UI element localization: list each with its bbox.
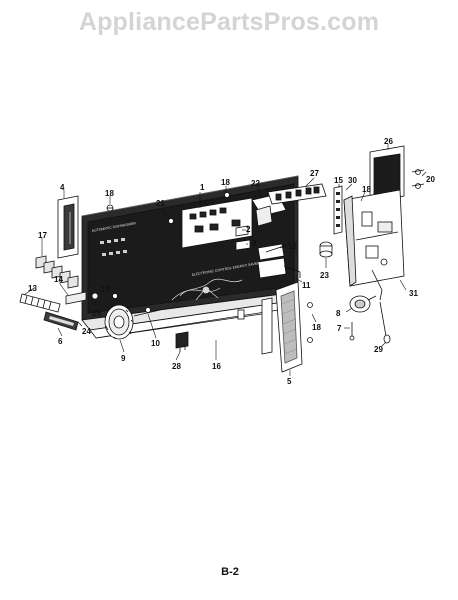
part-5-end-cap [275,281,303,373]
part-22-bracket [251,193,287,227]
part-7-pin [349,322,355,341]
part-23-cylinder [319,241,333,258]
callout-28: 28 [172,362,181,371]
wiring-detail [171,278,243,301]
callout-4: 4 [60,183,65,192]
callout-23: 23 [320,271,329,280]
part-20-screws [411,169,425,187]
callout-27: 27 [310,169,319,178]
part-4-end-bracket [57,195,79,259]
part-14-plate [65,291,87,305]
leader-lines [23,144,427,376]
callout-31: 31 [409,289,418,298]
callout-2: 2 [246,225,251,234]
callout-17: 17 [38,231,47,240]
callout-5: 5 [287,377,292,386]
callout-18c: 18 [362,185,371,194]
part-28-switch [175,331,189,352]
callout-11: 11 [302,281,311,290]
callout-25: 25 [92,309,101,318]
part-29-probe [379,301,391,344]
callout-6: 6 [58,337,63,346]
callout-18e: 18 [312,323,321,332]
part-9-timer-knob [104,304,134,340]
part-26-cover [369,145,405,203]
callout-18d: 18 [101,285,110,294]
callout-8: 8 [336,309,341,318]
screws [91,169,421,343]
part-8-motor [349,295,377,313]
button-row [100,238,127,256]
callout-7: 7 [337,324,342,333]
callout-29: 29 [374,345,383,354]
callout-18a: 18 [105,189,114,198]
callout-14: 14 [54,275,63,284]
part-13-key-strip [19,293,61,313]
callout-20: 20 [426,175,435,184]
watermark-text: AppliancePartsPros.com [78,8,380,36]
callout-21: 21 [156,199,165,208]
part-12-switch [257,243,291,261]
callout-3: 3 [252,239,257,248]
callout-12: 12 [288,242,297,251]
callout-22: 22 [251,179,260,188]
part-10-shaft [133,309,161,317]
callout-15: 15 [334,176,343,185]
part-31-control-bracket [343,189,405,301]
callout-9: 9 [121,354,126,363]
callout-18b: 18 [221,178,230,187]
callout-16: 16 [212,362,221,371]
callout-10: 10 [151,339,160,348]
part-1-circuit-board [181,197,253,249]
part-3-clip [235,239,251,251]
part-15-terminal-strip [333,185,343,235]
part-2-clip [235,225,249,237]
part-11-relay [257,257,301,279]
page-number: B-2 [221,566,239,578]
callout-13: 13 [28,284,37,293]
callout-24: 24 [82,327,91,336]
callout-26: 26 [384,137,393,146]
part-6-key-strip [43,311,79,331]
part-17-button-caps [35,255,79,289]
callout-labels: 1 2 3 4 5 6 7 8 9 10 11 12 13 14 15 16 1… [28,137,435,386]
callout-30: 30 [348,176,357,185]
callout-1: 1 [200,183,205,192]
part-27-switch-bar [267,183,327,205]
panel-left-label: AUTOMATIC DISHWASHER [91,221,136,233]
